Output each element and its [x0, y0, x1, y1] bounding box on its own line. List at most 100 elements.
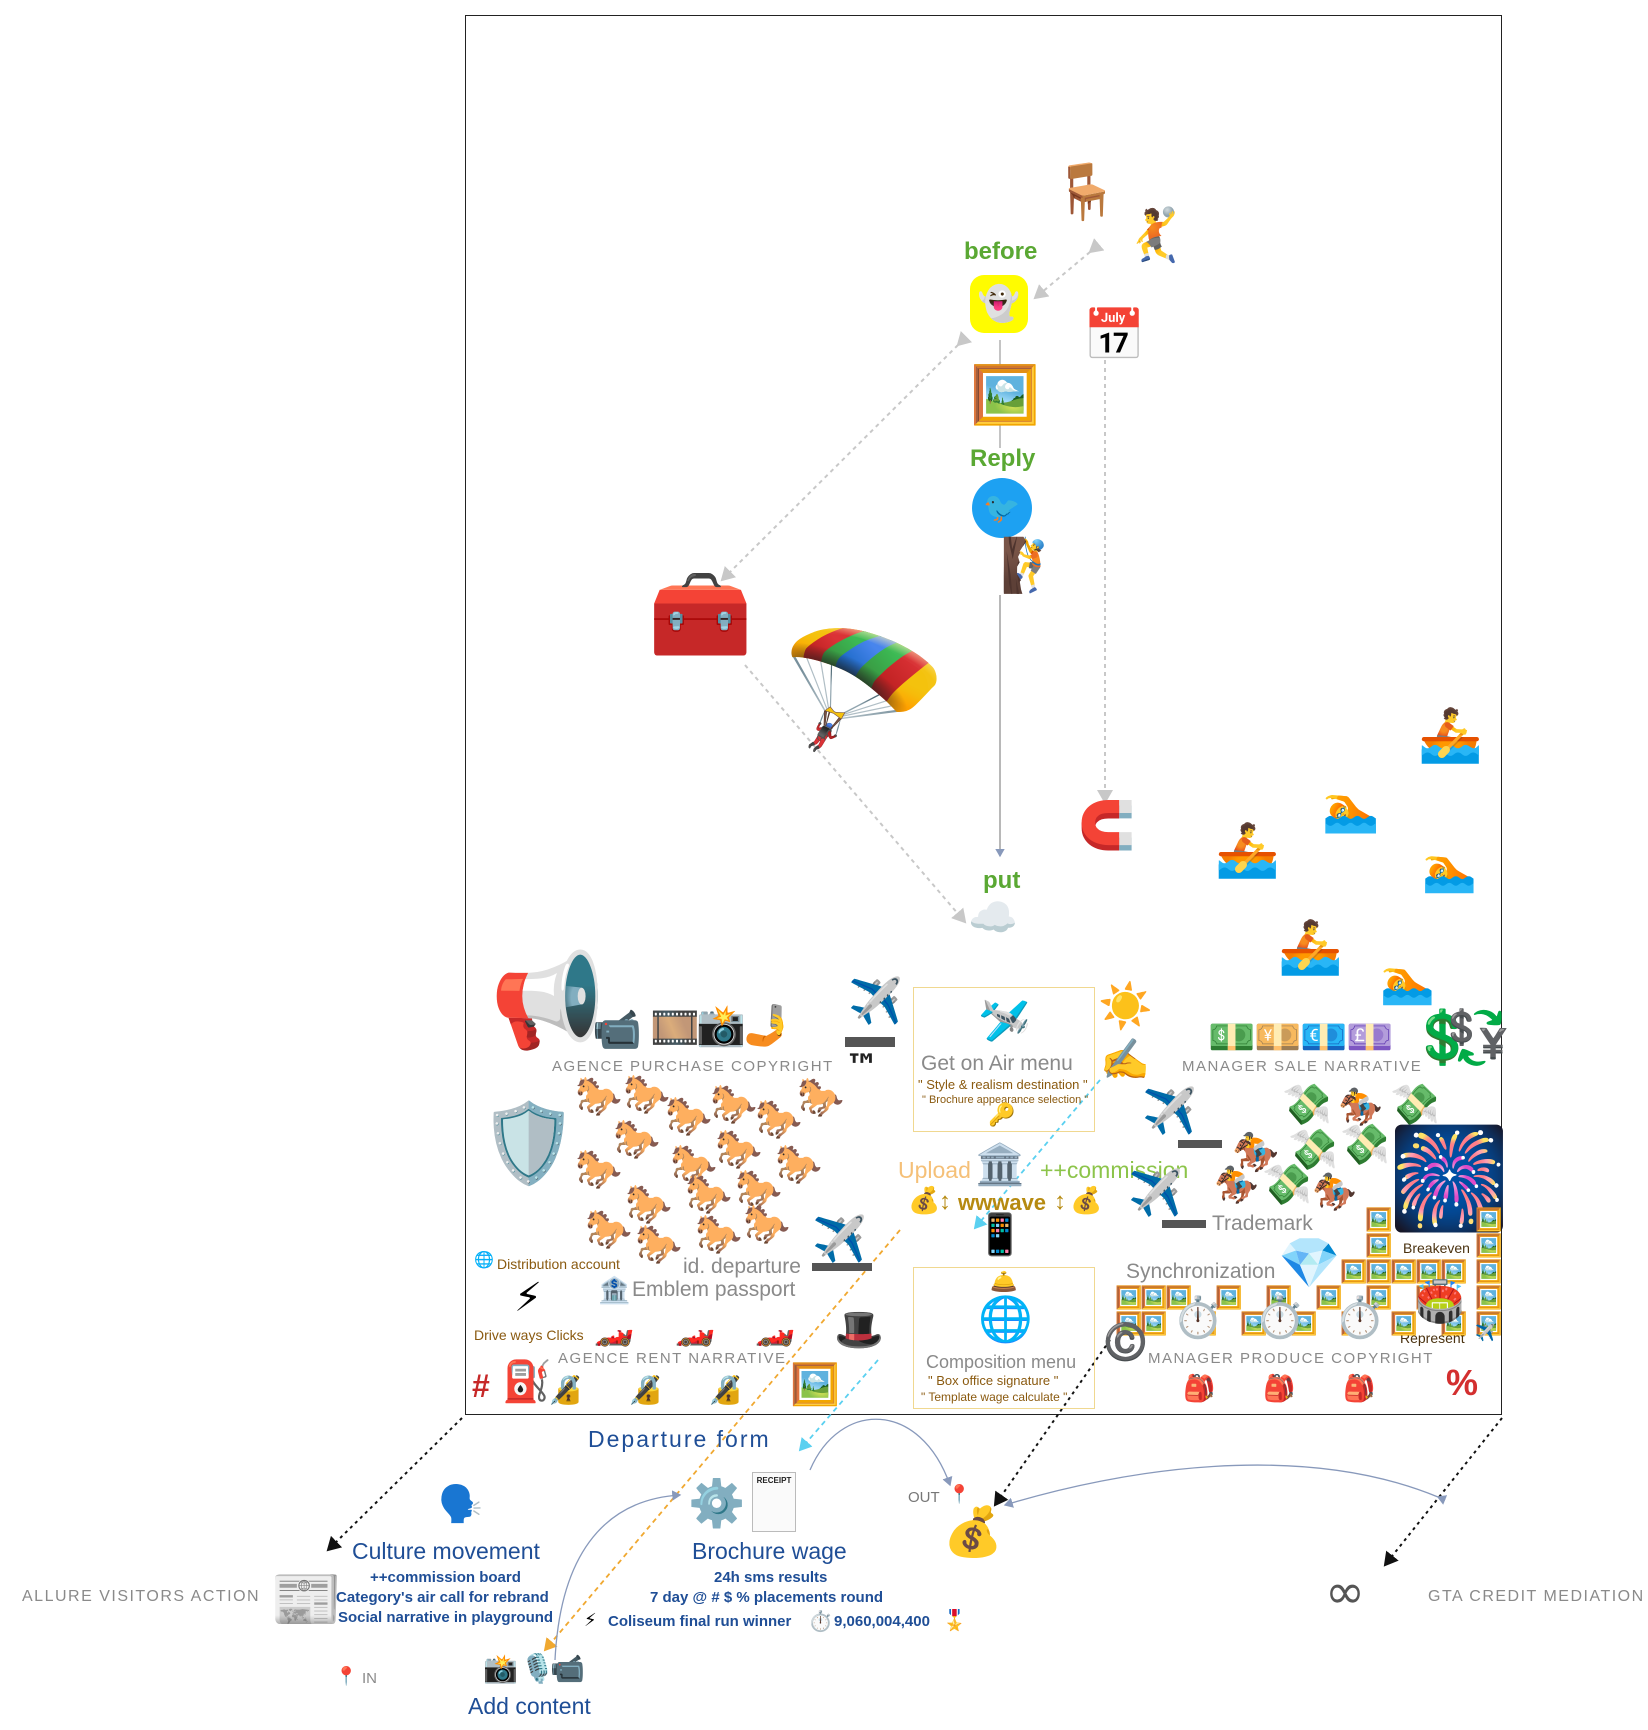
swimmer-icon-1: 🏊 — [1322, 781, 1380, 835]
label-reply: Reply — [970, 445, 1036, 472]
runway-icon-3 — [1178, 1140, 1222, 1148]
label-in: IN — [362, 1670, 377, 1687]
edge-chair-snap — [1033, 238, 1105, 300]
swimmer-icon-2: 🏊 — [1422, 844, 1477, 895]
newspaper-icon: 📰 — [270, 1565, 343, 1633]
handball-player-icon: 🤾 — [1122, 206, 1187, 266]
racing-car-icon-1: 🏎️ — [594, 1310, 634, 1348]
heavy-dollar-icon: 💲 — [1410, 1008, 1475, 1068]
chair-icon: 🪑 — [1052, 160, 1120, 223]
horse-racing-icon-3: 🏇 — [1214, 1165, 1259, 1206]
airplane-icon-1: ✈️ — [848, 976, 903, 1027]
runway-icon-2 — [812, 1263, 872, 1271]
unesco-building-icon: 🏛️ — [975, 1142, 1025, 1188]
backpack-icon-2: 🎒 — [1263, 1374, 1296, 1404]
label-out: OUT — [908, 1489, 940, 1506]
runway-icon — [845, 1037, 895, 1047]
section-agence-purchase: AGENCE PURCHASE COPYRIGHT — [552, 1058, 834, 1075]
pin-icon-out: 📍 — [948, 1484, 971, 1505]
edge-infinity-bag-curve — [1003, 1464, 1448, 1508]
racing-car-icon-2: 🏎️ — [675, 1310, 715, 1348]
euro-banknote-icon: 💶 — [1300, 1015, 1348, 1059]
microphone-icon: 🎙️ — [520, 1652, 555, 1685]
backpack-icon-3: 🎒 — [1343, 1374, 1376, 1404]
air-menu-line1: " Style & realism destination " — [918, 1077, 1088, 1092]
copyright-icon: ©️ — [1103, 1322, 1148, 1363]
edge-frame-infinity — [1383, 1417, 1503, 1567]
label-gta-credit: GTA CREDIT MEDIATION — [1428, 1588, 1645, 1605]
stopwatch-small-icon: ⏱️ — [808, 1609, 833, 1633]
label-wwwave: wwwave — [958, 1190, 1047, 1215]
gear-icon: ⚙️ — [688, 1476, 746, 1530]
trademark-icon: ™ — [845, 1047, 879, 1087]
stadium-icon: 🏟️ — [1415, 1279, 1465, 1325]
lock-icon-1: 🔏 — [548, 1373, 583, 1406]
loudspeaker-icon: 📢 — [490, 947, 605, 1054]
rowing-boat-icon-1: 🚣 — [1418, 706, 1483, 766]
airplane-icon-3: ✈️ — [1142, 1086, 1197, 1137]
hash-icon: # — [472, 1368, 490, 1404]
calendar-icon: 📅 — [1083, 306, 1146, 364]
stopwatch-icon-3: ⏱️ — [1335, 1295, 1385, 1341]
horse-racing-icon-4: 🏇 — [1312, 1172, 1357, 1213]
label-departure-form: Departure form — [588, 1426, 771, 1452]
top-hat-icon: 🎩 — [834, 1307, 884, 1353]
horse-racing-icon-1: 🏇 — [1338, 1087, 1383, 1128]
snapchat-icon: 👻 — [970, 275, 1028, 333]
money-bag-icon: 💰 — [943, 1504, 1003, 1560]
gem-icon: 💎 — [1278, 1234, 1341, 1292]
airplane-small-icon: ✈️ — [1475, 1323, 1495, 1342]
yen-banknote-icon: 💴 — [1254, 1015, 1302, 1059]
section-agence-rent: AGENCE RENT NARRATIVE — [558, 1350, 787, 1367]
money-wings-icon-1: 💸 — [1282, 1082, 1332, 1128]
composition-menu-box[interactable] — [913, 1267, 1095, 1409]
parachute-icon: 🪂 — [780, 614, 949, 771]
twitter-icon: 🐦 — [972, 478, 1032, 538]
currency-exchange-icon: 💱 — [1446, 1008, 1511, 1068]
medal-icon: 🎖️ — [942, 1608, 967, 1632]
bank-icon: 🏦 — [598, 1276, 631, 1306]
culture-line3: Social narrative in playground — [338, 1609, 554, 1626]
bell-icon: 🛎️ — [990, 1270, 1018, 1295]
label-allure-visitors: ALLURE VISITORS ACTION — [22, 1588, 261, 1605]
magnet-icon: 🧲 — [1078, 798, 1136, 852]
soundcloud-icon: ☁️ — [968, 895, 1018, 941]
label-drive-ways: Drive ways Clicks — [474, 1327, 584, 1343]
edge-air-addcontent — [543, 1229, 901, 1652]
edge-gear-bag-curve — [809, 1418, 953, 1487]
fuel-pump-icon: ⛽ — [502, 1359, 552, 1405]
edge-departure-gear — [798, 1359, 879, 1452]
backpack-icon-1: 🎒 — [1183, 1374, 1216, 1404]
horse-herd: 🐎🐎 🐎🐎 🐎🐎 🐎🐎 🐎🐎 🐎🐎 🐎🐎 🐎🐎 🐎🐎 — [575, 1072, 845, 1266]
label-add-content[interactable]: Add content — [468, 1693, 591, 1719]
money-wings-icon-2: 💸 — [1390, 1082, 1440, 1128]
section-manager-sale: MANAGER SALE NARRATIVE — [1182, 1058, 1423, 1075]
small-airplane-icon: 🛩️ — [978, 996, 1031, 1045]
air-menu-box[interactable] — [913, 987, 1095, 1132]
film-frames-icon: 🎞️ — [650, 1005, 700, 1051]
infinity-icon: ∞ — [1325, 1564, 1365, 1620]
brochure-number: 9,060,004,400 — [834, 1613, 930, 1630]
camera-flash-small-icon: 📸 — [483, 1652, 518, 1685]
stopwatch-icon-2: ⏱️ — [1255, 1295, 1305, 1341]
runway-icon-4 — [1162, 1220, 1206, 1228]
speaking-head-icon: 🗣️ — [438, 1484, 483, 1525]
label-put: put — [983, 867, 1021, 894]
diagram-frame — [465, 15, 1502, 1415]
lock-icon-3: 🔏 — [708, 1373, 743, 1406]
globe-small-icon: 🌐 — [474, 1250, 494, 1269]
label-upload: Upload — [898, 1157, 971, 1183]
label-distribution-account: Distribution account — [497, 1256, 620, 1272]
climber-icon: 🧗 — [1000, 536, 1065, 596]
label-synchronization: Synchronization — [1126, 1260, 1276, 1283]
key-icon: 🔑 — [988, 1103, 1016, 1128]
edge-snap-toolbox — [720, 330, 973, 582]
money-wings-icon-4: 💸 — [1340, 1122, 1390, 1168]
writing-hand-icon: ✍️ — [1100, 1037, 1150, 1083]
fireworks-icon: 🎆 — [1388, 1122, 1511, 1236]
edge-toolbox-soundcloud — [744, 664, 967, 924]
brochure-line2: 7 day @ # $ % placements round — [650, 1589, 884, 1606]
stopwatch-icon-1: ⏱️ — [1173, 1295, 1223, 1341]
updown-arrow-right: ↕ — [1054, 1188, 1066, 1215]
